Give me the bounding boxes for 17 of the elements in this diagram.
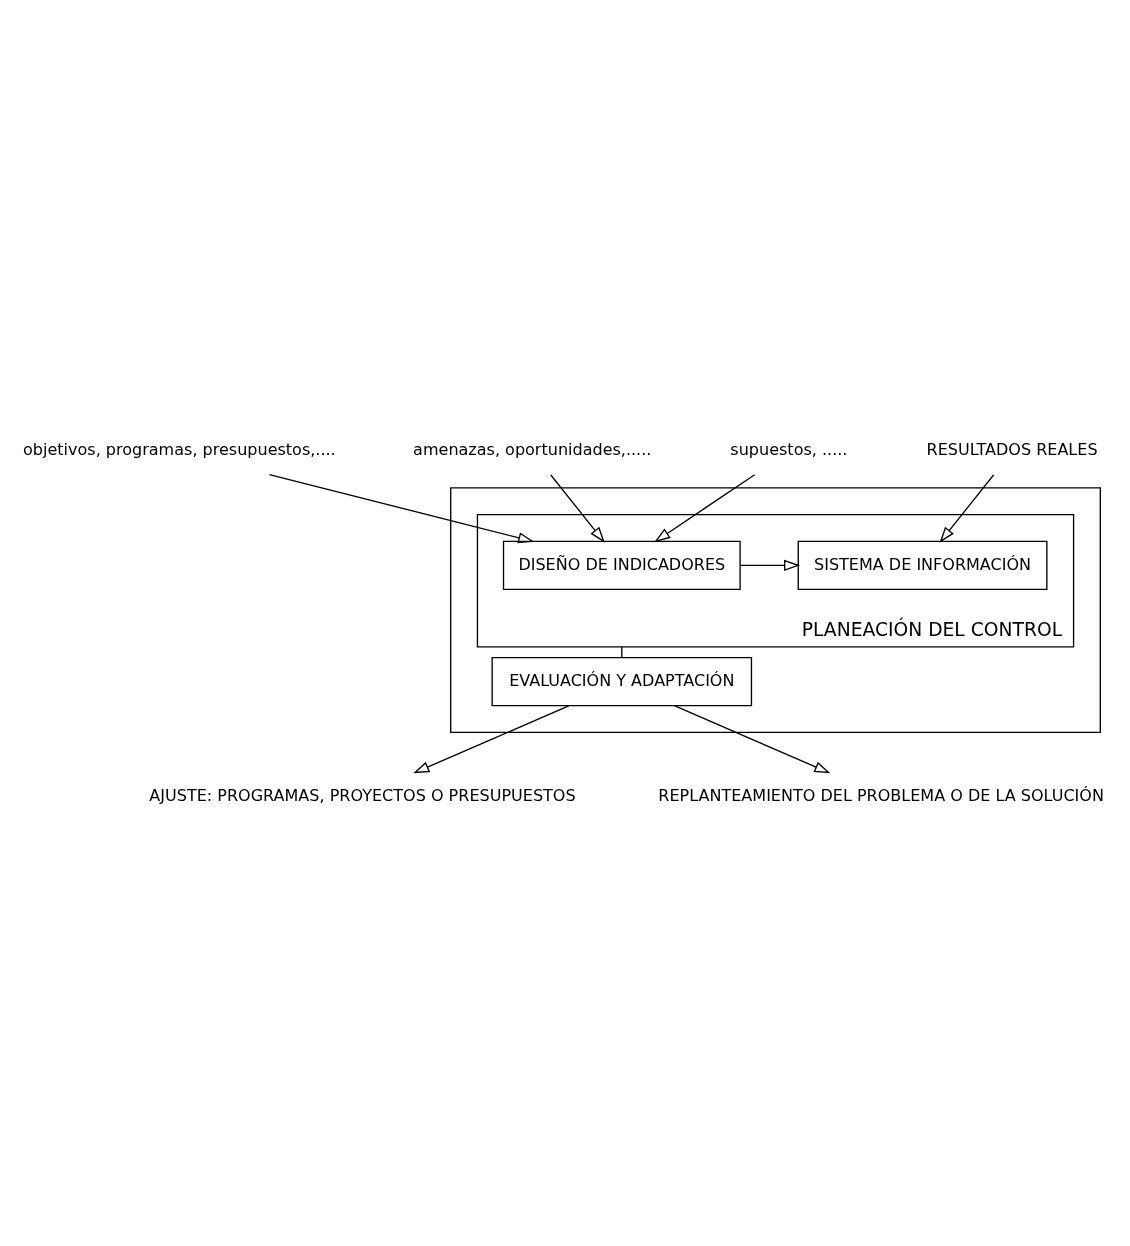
arrow bbox=[268, 473, 535, 543]
arrow bbox=[654, 473, 756, 542]
node-text: RESULTADOS REALES bbox=[926, 439, 1098, 459]
node-box: SISTEMA DE INFORMACIÓN bbox=[797, 540, 1048, 590]
node-text: amenazas, oportunidades,..... bbox=[413, 439, 652, 459]
arrow bbox=[739, 559, 801, 571]
node-text: supuestos, ..... bbox=[730, 439, 848, 459]
node-box: DISEÑO DE INDICADORES bbox=[502, 540, 741, 590]
node-box: EVALUACIÓN Y ADAPTACIÓN bbox=[491, 656, 753, 706]
arrow bbox=[413, 704, 570, 773]
arrow bbox=[939, 473, 995, 543]
cluster bbox=[450, 486, 1101, 733]
arrow bbox=[674, 704, 831, 773]
node-text: REPLANTEAMIENTO DEL PROBLEMA O DE LA SOLUCIÓN bbox=[658, 785, 1104, 805]
node-text: AJUSTE: PROGRAMAS, PROYECTOS O PRESUPUESTOS bbox=[149, 785, 576, 805]
arrow bbox=[550, 473, 605, 543]
node-text: objetivos, programas, presupuestos,.... bbox=[23, 439, 336, 459]
